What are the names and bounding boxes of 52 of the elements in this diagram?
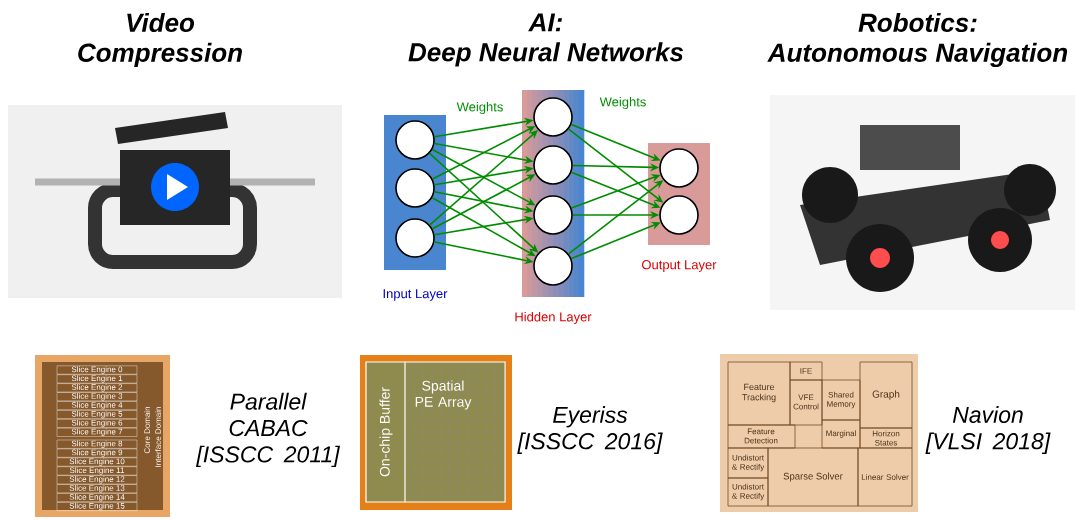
chip-label: Slice Engine 11 [56,466,138,476]
chip-label: Slice Engine 6 [56,419,138,428]
chip-label: Slice Engine 0 [56,365,138,375]
chip-label: Slice Engine 5 [56,410,138,419]
chip-label: Slice Engine 8 [56,439,138,449]
chip-label: Undistort & Rectify [732,454,765,472]
chip-label: Spatial PE Array [415,380,472,410]
chip-label: Shared Memory [827,391,856,409]
chip-label: Slice Engine 10 [56,457,138,467]
chip-caption: Eyeriss [ISSCC 2016] [517,406,663,454]
chip-label: Feature Tracking [742,383,776,403]
neuron-circle [395,168,435,208]
chip-label: Slice Engine 1 [56,374,138,384]
chip-label: Slice Engine 3 [56,392,138,402]
neuron-circle [533,195,573,235]
chip-label: Feature Detection [744,428,778,444]
chip-label: Linear Solver [861,474,909,480]
chip-label: Slice Engine 9 [56,448,138,458]
weights-label: Weights [599,96,646,110]
node-label: Input Layer [383,289,448,301]
chip-caption: Parallel CABAC [ISSCC 2011] [195,392,341,468]
title: Video Compression [78,12,242,68]
node-label: Hidden Layer [515,311,592,325]
chip-label: Undistort & Rectify [732,483,765,501]
neuron-circle [395,120,435,160]
chip-label: Slice Engine 13 [56,484,138,494]
weights-label: Weights [456,101,503,115]
chip-caption: Navion [VLSI 2018] [925,406,1051,454]
chip-label: Graph [872,390,900,400]
neuron-circle [395,218,435,258]
neuron-circle [533,246,573,286]
chip-label: Sparse Solver [783,472,843,482]
node-label: Output Layer [642,260,717,272]
chip-label: Horizon States [872,430,900,446]
title: AI: Deep Neural Networks [408,13,684,67]
neuron-circle [659,148,699,188]
chip-label: IFE [800,368,812,374]
neuron-circle [659,195,699,235]
chip-label: Slice Engine 15 [56,502,138,511]
chip-label: Slice Engine 7 [56,427,138,437]
chip-label: Marginal [826,430,856,438]
chip-label: VFE Control [793,394,819,410]
chip-label: Slice Engine 14 [56,493,138,502]
chip-label: Interface Domain [155,407,161,467]
neuron-circle [533,145,573,185]
chip-label: Slice Engine 4 [56,401,138,410]
chip-label: Slice Engine 12 [56,475,138,485]
chip-label: Slice Engine 2 [56,383,138,393]
chip-label: Core Domain [144,406,150,454]
title: Robotics: Autonomous Navigation [767,12,1068,68]
neuron-circle [533,97,573,137]
chip-label: On-chip Buffer [379,387,393,477]
